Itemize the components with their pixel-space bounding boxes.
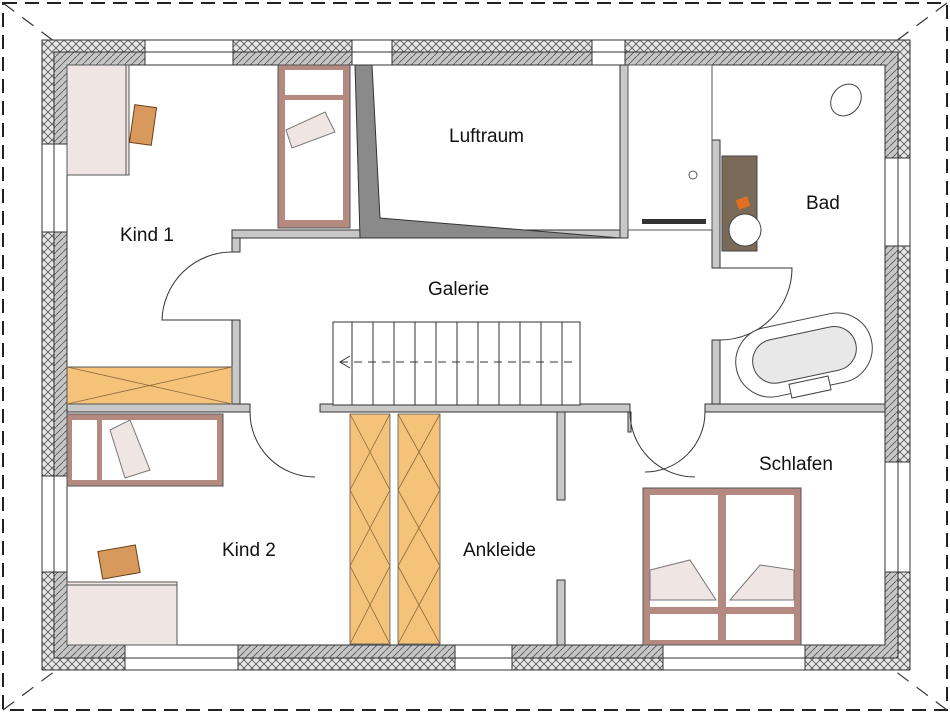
kind1-chair <box>128 104 158 146</box>
windows <box>41 39 911 671</box>
kind2-desk <box>66 581 178 646</box>
toilet <box>830 83 862 117</box>
vanity <box>721 155 762 252</box>
room-label-kind1: Kind 1 <box>120 225 174 246</box>
interior-walls <box>66 64 886 646</box>
shower <box>627 64 713 231</box>
double-bed <box>642 487 802 646</box>
ankleide-wardrobes <box>349 413 441 645</box>
room-label-kind2: Kind 2 <box>222 540 276 561</box>
door-swings <box>161 251 793 478</box>
kind2-bed <box>66 413 224 487</box>
room-label-luftraum: Luftraum <box>449 126 524 147</box>
kind2-chair <box>97 544 141 580</box>
kind1-wardrobe <box>66 366 233 405</box>
room-label-schlafen: Schlafen <box>759 454 833 475</box>
bathtub <box>735 312 873 399</box>
room-label-galerie: Galerie <box>428 279 489 300</box>
room-label-bad: Bad <box>806 193 840 214</box>
kind1-bed <box>277 64 351 229</box>
room-label-ankleide: Ankleide <box>463 540 536 561</box>
kind1-desk <box>66 64 130 176</box>
staircase <box>332 321 581 406</box>
